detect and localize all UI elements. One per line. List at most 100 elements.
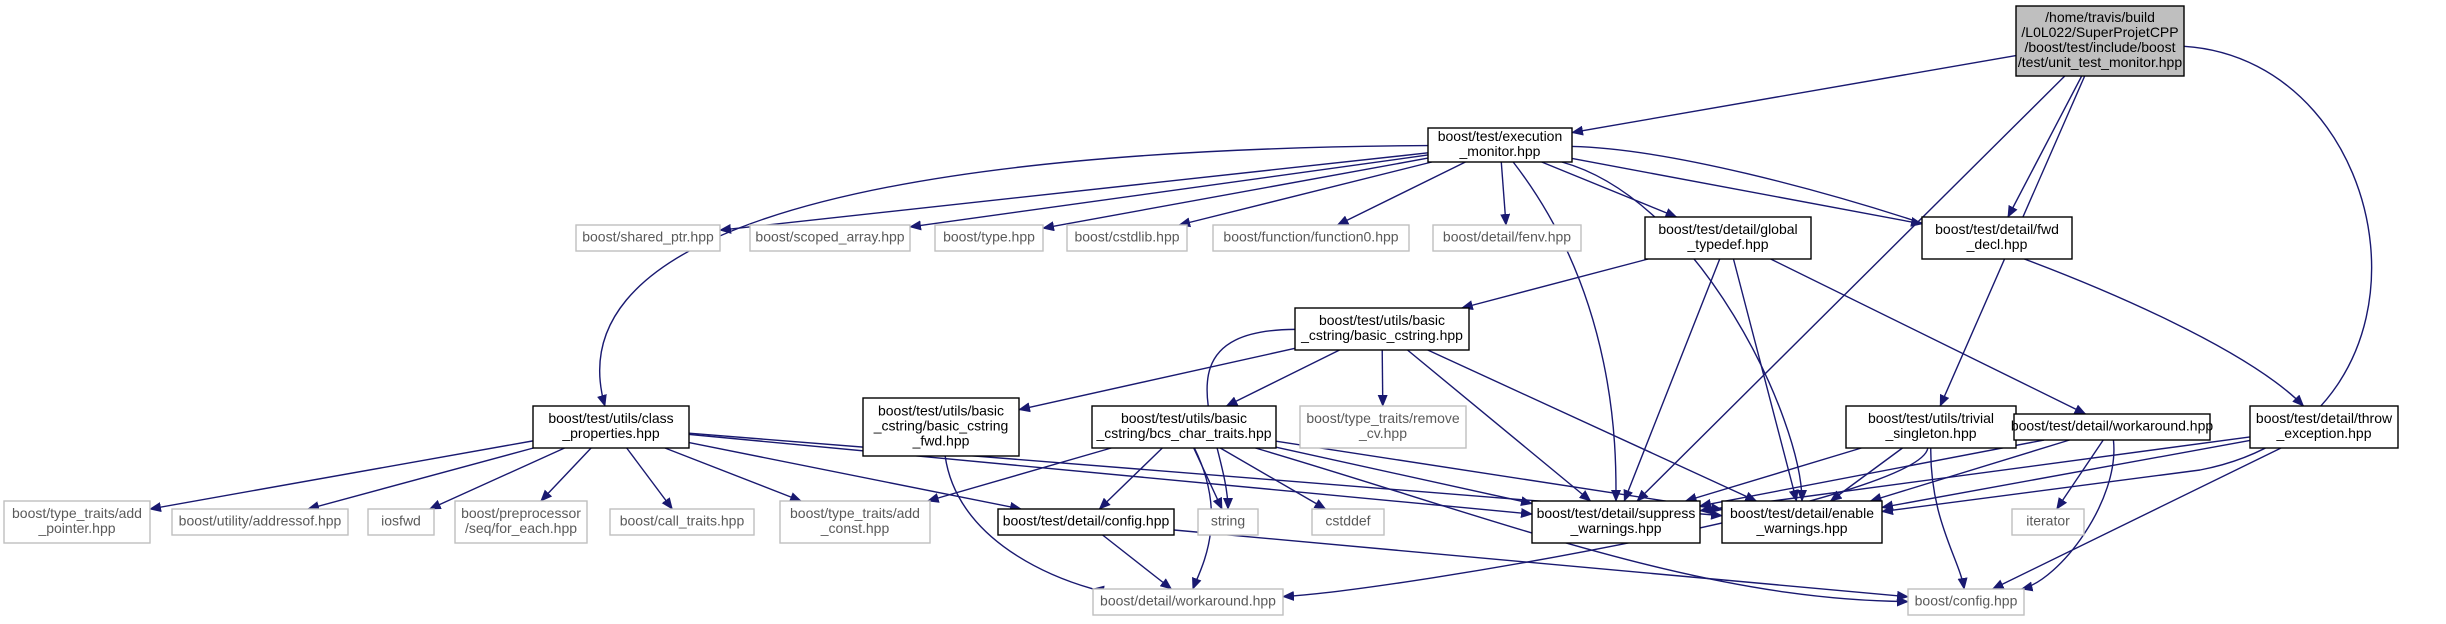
node-label-line: _monitor.hpp	[1459, 143, 1541, 159]
node-label-line: boost/detail/fenv.hpp	[1443, 229, 1571, 245]
edge-test_config-to-boost_detail_workaround	[1102, 534, 1173, 590]
edge-class_properties-to-call_traits	[626, 447, 673, 510]
edge-test_workaround-to-enable_warnings	[1869, 439, 2070, 503]
node-label-line: _cstring/basic_cstring.hpp	[1300, 327, 1463, 343]
edge-basic_cstring-to-enable_warnings	[1427, 349, 1758, 502]
node-label-line: _warnings.hpp	[1755, 520, 1847, 536]
edge-execution_monitor-to-function0	[1336, 161, 1466, 226]
node-label-line: /L0L022/SuperProjetCPP	[2021, 24, 2178, 40]
node-box	[749, 224, 911, 252]
node-box	[1644, 216, 1812, 260]
edge-basic_cstring-to-string	[1206, 328, 1296, 510]
edge-execution_monitor-to-fenv	[1500, 161, 1511, 226]
node-label-line: boost/type.hpp	[943, 229, 1035, 245]
node-label-line: boost/function/function0.hpp	[1223, 229, 1398, 245]
edge-class_properties-to-add_const	[664, 447, 802, 502]
edge-global_typedef-to-suppress_warnings	[1623, 258, 1721, 502]
node-boost-config: boost/config.hpp	[1907, 588, 2025, 616]
node-test-workaround[interactable]: boost/test/detail/workaround.hpp	[2011, 413, 2214, 441]
node-call-traits: boost/call_traits.hpp	[609, 508, 755, 536]
node-box	[1091, 405, 1277, 449]
edge-execution_monitor-to-class_properties	[597, 144, 1429, 407]
node-box	[609, 508, 755, 536]
node-box	[171, 508, 349, 536]
node-fwd-decl[interactable]: boost/test/detail/fwd_decl.hpp	[1921, 216, 2073, 260]
node-box	[1197, 508, 1259, 536]
node-label-line: boost/type_traits/add	[790, 505, 920, 521]
node-box	[1212, 224, 1410, 252]
edge-global_typedef-to-enable_warnings	[1732, 258, 1799, 502]
node-label-line: boost/test/utils/basic	[878, 403, 1004, 419]
node-execution-monitor[interactable]: boost/test/execution_monitor.hpp	[1427, 127, 1573, 163]
edge-root-to-fwd_decl	[2007, 75, 2083, 218]
node-box	[1921, 216, 2073, 260]
node-basic-cstring[interactable]: boost/test/utils/basic_cstring/basic_cst…	[1294, 307, 1470, 351]
node-box	[1907, 588, 2025, 616]
edge-root-to-suppress_warnings	[1636, 75, 2066, 502]
node-box	[1432, 224, 1582, 252]
edge-basic_cstring-to-suppress_warnings	[1407, 349, 1592, 502]
edge-execution_monitor-to-suppress_warnings	[1512, 161, 1622, 502]
node-label-line: /seq/for_each.hpp	[465, 520, 577, 536]
node-box	[1066, 224, 1188, 252]
node-global-typedef[interactable]: boost/test/detail/global_typedef.hpp	[1644, 216, 1812, 260]
node-fenv: boost/detail/fenv.hpp	[1432, 224, 1582, 252]
edge-bcs_char_traits-to-cstddef	[1219, 447, 1327, 510]
node-label-line: _cv.hpp	[1358, 425, 1407, 441]
node-label-line: boost/test/detail/global	[1658, 221, 1797, 237]
edge-basic_cstring-to-basic_cstring_fwd	[1018, 347, 1296, 413]
edge-bcs_char_traits-to-enable_warnings	[1275, 440, 1723, 513]
node-box	[2011, 508, 2085, 536]
node-label-line: string	[1211, 513, 1245, 529]
edge-execution_monitor-to-scoped_array	[909, 154, 1429, 231]
edge-trivial_singleton-to-suppress_warnings	[1684, 447, 1862, 503]
node-box	[2013, 413, 2211, 441]
node-enable-warnings[interactable]: boost/test/detail/enable_warnings.hpp	[1721, 500, 1883, 544]
edge-class_properties-to-test_config	[688, 441, 1022, 512]
edge-execution_monitor-to-fwd_decl	[1571, 157, 1923, 227]
edge-root-to-execution_monitor	[1571, 54, 2017, 136]
node-label-line: boost/type_traits/remove	[1306, 410, 1460, 426]
node-label-line: _exception.hpp	[2276, 425, 2372, 441]
node-iterator: iterator	[2011, 508, 2085, 536]
node-trivial-singleton[interactable]: boost/test/utils/trivial_singleton.hpp	[1845, 405, 2017, 449]
node-basic-cstring-fwd[interactable]: boost/test/utils/basic_cstring/basic_cst…	[862, 397, 1020, 457]
edge-basic_cstring-to-remove_cv	[1377, 349, 1388, 407]
edge-basic_cstring-to-bcs_char_traits	[1225, 349, 1340, 407]
node-label-line: _pointer.hpp	[37, 520, 115, 536]
edge-test_workaround-to-suppress_warnings	[1699, 439, 2045, 509]
node-cstddef: cstddef	[1311, 508, 1385, 536]
node-label-line: /boost/test/include/boost	[2025, 39, 2176, 55]
node-box	[1294, 307, 1470, 351]
edge-bcs_char_traits-to-boost_config	[1255, 447, 1909, 607]
node-label-line: _cstring/bcs_char_traits.hpp	[1095, 425, 1271, 441]
edge-bcs_char_traits-to-boost_detail_workaround	[1192, 447, 1213, 590]
node-function0: boost/function/function0.hpp	[1212, 224, 1410, 252]
node-addressof: boost/utility/addressof.hpp	[171, 508, 349, 536]
node-bcs-char-traits[interactable]: boost/test/utils/basic_cstring/bcs_char_…	[1091, 405, 1277, 449]
node-scoped-array: boost/scoped_array.hpp	[749, 224, 911, 252]
node-label-line: boost/test/detail/enable	[1730, 505, 1874, 521]
node-box	[779, 500, 931, 544]
edge-class_properties-to-for_each	[540, 447, 592, 502]
node-root[interactable]: /home/travis/build/L0L022/SuperProjetCPP…	[2015, 5, 2185, 77]
node-label-line: cstddef	[1325, 513, 1370, 529]
node-label-line: boost/shared_ptr.hpp	[582, 229, 714, 245]
edge-execution_monitor-to-throw_exception	[1571, 145, 2305, 407]
edge-bcs_char_traits-to-test_config	[1098, 447, 1163, 510]
node-label-line: boost/test/execution	[1438, 128, 1563, 144]
node-test-config[interactable]: boost/test/detail/config.hpp	[997, 508, 1175, 536]
node-suppress-warnings[interactable]: boost/test/detail/suppress_warnings.hpp	[1531, 500, 1701, 544]
node-box	[575, 224, 721, 252]
edge-bcs_char_traits-to-suppress_warnings	[1275, 446, 1533, 507]
node-class-properties[interactable]: boost/test/utils/class_properties.hpp	[532, 405, 690, 449]
node-label-line: boost/test/detail/suppress	[1537, 505, 1696, 521]
node-label-line: _singleton.hpp	[1884, 425, 1976, 441]
node-label-line: iosfwd	[381, 513, 421, 529]
node-label-line: boost/test/detail/workaround.hpp	[2011, 418, 2214, 434]
node-label-line: boost/preprocessor	[461, 505, 581, 521]
node-box	[1721, 500, 1883, 544]
node-box	[862, 397, 1020, 457]
node-throw-exception[interactable]: boost/test/detail/throw_exception.hpp	[2249, 405, 2399, 449]
